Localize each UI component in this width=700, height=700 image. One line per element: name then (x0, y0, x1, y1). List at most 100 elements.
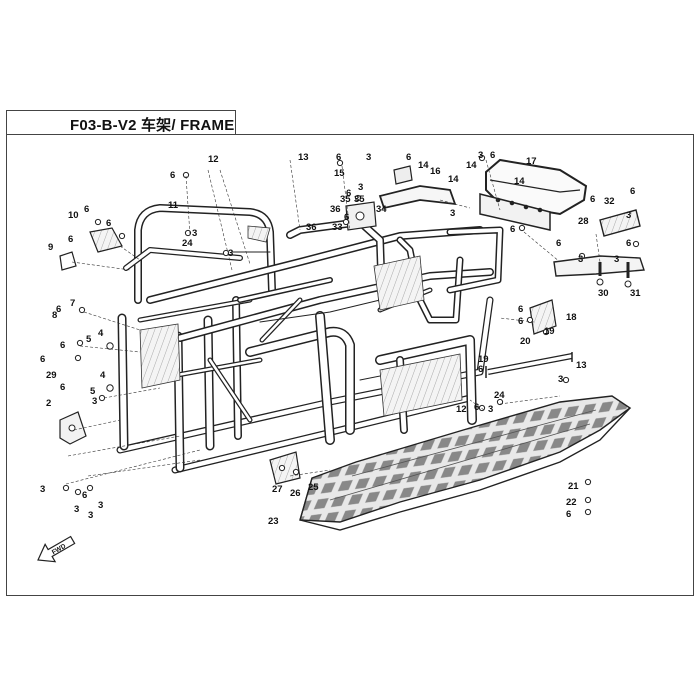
callout-23: 23 (268, 516, 279, 527)
plate-18 (529, 299, 557, 335)
callout-19: 19 (478, 354, 489, 365)
callout-9: 9 (48, 242, 53, 253)
callout-6: 6 (510, 224, 515, 235)
callout-3: 3 (488, 404, 493, 415)
callout-6: 6 (84, 204, 89, 215)
callout-3: 3 (88, 510, 93, 521)
callout-3: 3 (558, 374, 563, 385)
callout-6: 6 (346, 188, 351, 199)
callout-4: 4 (98, 328, 104, 339)
diagram-title: F03-B-V2 车架/ FRAME (70, 117, 235, 134)
callout-12: 12 (456, 404, 467, 415)
callout-2: 2 (46, 398, 51, 409)
fwd-arrow-badge: FWD (37, 535, 76, 563)
callout-26: 26 (290, 488, 301, 499)
callout-33: 33 (332, 222, 343, 233)
callout-6: 6 (60, 382, 65, 393)
bracket-2 (59, 411, 87, 445)
bracket-34 (345, 201, 377, 231)
crossbar-20 (485, 352, 573, 378)
callout-3: 3 (40, 484, 45, 495)
callout-8: 8 (52, 310, 57, 321)
callout-25: 25 (308, 482, 319, 493)
callout-24: 24 (182, 238, 193, 249)
callout-4: 4 (100, 370, 106, 381)
callout-6: 6 (490, 150, 495, 161)
callout-6: 6 (590, 194, 595, 205)
callout-10: 10 (68, 210, 79, 221)
callout-6: 6 (170, 170, 175, 181)
rear-carrier-bracket (479, 158, 588, 231)
callout-3: 3 (74, 504, 79, 515)
callout-6: 6 (56, 304, 61, 315)
callout-36: 36 (330, 204, 341, 215)
callout-13: 13 (298, 152, 309, 163)
callout-3: 3 (98, 500, 103, 511)
callout-6: 6 (556, 238, 561, 249)
callout-34: 34 (376, 204, 387, 215)
plate-10 (59, 227, 123, 271)
diagram-border (6, 134, 694, 596)
main-frame (116, 204, 504, 474)
callout-labels: 12 6 13 6 3 6 14 15 16 3 6 17 14 14 14 1… (40, 150, 641, 527)
callout-6: 6 (626, 238, 631, 249)
callout-3: 3 (626, 210, 631, 221)
frame-plates (139, 225, 463, 417)
callout-14: 14 (466, 160, 477, 171)
callout-30: 30 (598, 288, 609, 299)
callout-6: 6 (406, 152, 411, 163)
right-bracket-assembly (553, 209, 645, 288)
callout-6: 6 (60, 340, 65, 351)
callout-12: 12 (208, 154, 219, 165)
callout-6: 6 (40, 354, 45, 365)
callout-3: 3 (358, 182, 363, 193)
callout-36: 36 (306, 222, 317, 233)
callout-22: 22 (566, 497, 577, 508)
callout-3: 3 (450, 208, 455, 219)
callout-6: 6 (344, 212, 349, 223)
callout-3: 3 (228, 248, 233, 259)
callout-6: 6 (518, 304, 523, 315)
callout-11: 11 (168, 200, 179, 211)
callout-3: 3 (578, 254, 583, 265)
callout-20: 20 (520, 336, 531, 347)
callout-19: 19 (544, 326, 555, 337)
title-tab (6, 110, 236, 134)
callout-5: 5 (90, 386, 96, 397)
callout-16: 16 (430, 166, 441, 177)
callout-14: 14 (418, 160, 429, 171)
callout-6: 6 (474, 402, 479, 413)
skid-plate (299, 395, 632, 531)
callout-35: 35 (340, 194, 351, 205)
fasteners (62, 154, 640, 516)
callout-3: 3 (478, 150, 483, 161)
callout-6: 6 (518, 316, 523, 327)
callout-28: 28 (578, 216, 589, 227)
callout-6: 6 (68, 234, 73, 245)
callout-6: 6 (630, 186, 635, 197)
callout-17: 17 (526, 156, 537, 167)
callout-29: 29 (46, 370, 57, 381)
callout-13: 13 (576, 360, 587, 371)
callout-6: 6 (106, 218, 111, 229)
callout-15: 15 (334, 168, 345, 179)
callout-3: 3 (366, 152, 371, 163)
callout-5: 5 (86, 334, 92, 345)
callout-35: 35 (354, 194, 365, 205)
callout-6: 6 (82, 490, 87, 501)
callout-6: 6 (566, 509, 571, 520)
callout-3: 3 (92, 396, 97, 407)
callout-27: 27 (272, 484, 283, 495)
callout-14: 14 (514, 176, 525, 187)
callout-6: 6 (478, 364, 483, 375)
callout-3: 3 (614, 254, 619, 265)
callout-6: 6 (336, 152, 341, 163)
callout-31: 31 (630, 288, 641, 299)
rear-cross-member (378, 165, 457, 210)
callout-7: 7 (70, 298, 75, 309)
callout-32: 32 (604, 196, 615, 207)
callout-24: 24 (494, 390, 505, 401)
callout-14: 14 (448, 174, 459, 185)
